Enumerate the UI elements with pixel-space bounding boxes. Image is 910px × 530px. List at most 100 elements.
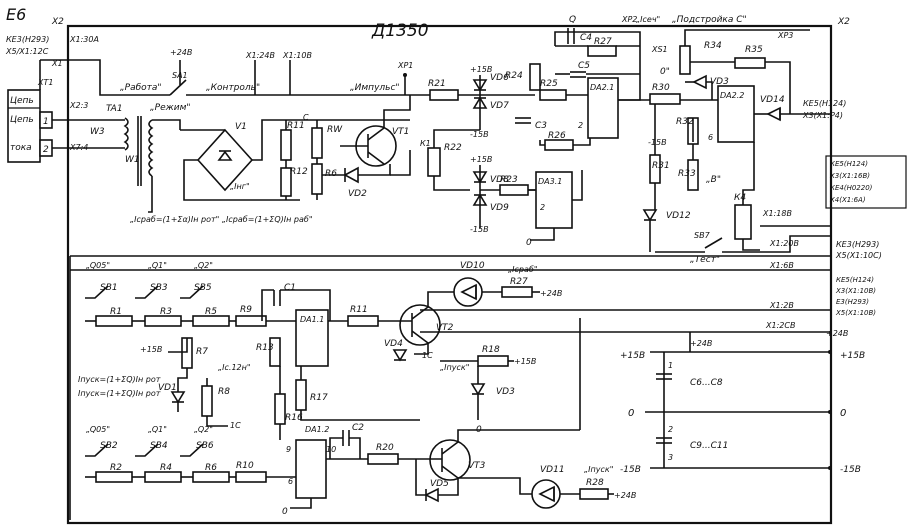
label-r2: R2: [110, 463, 122, 473]
label-c4: С4: [580, 33, 592, 43]
label-r23: R23: [500, 175, 518, 185]
label-k4: К4: [734, 193, 746, 203]
pin-2-da31: 2: [540, 203, 545, 212]
label-da11: DA1.1: [300, 315, 324, 324]
ref-x5-b: Х5(Х1:10С): [835, 251, 882, 260]
label-c6-c8: С6...С8: [690, 378, 723, 388]
ref-ke4: КЕ4(Н0220): [830, 184, 873, 192]
label-r25: R25: [540, 79, 558, 89]
label-vd9: VD9: [490, 203, 509, 213]
resistor-r11-b: [347, 315, 379, 327]
pin-x1-2cb: Х1:2СВ: [765, 321, 795, 330]
corner-label: Е6: [6, 5, 26, 24]
connector-xp1: XP1: [397, 61, 413, 70]
resistor-r34-pot: [679, 45, 691, 75]
label-r35: R35: [745, 45, 763, 55]
left-ref-x5: Х5/Х1:12С: [5, 47, 49, 56]
zener-vd8: [472, 171, 488, 184]
supply-m15-mid: -15В: [470, 225, 489, 234]
label-r27: R27: [594, 37, 612, 47]
power-m15-left: -15В: [620, 465, 641, 475]
label-r31: R31: [652, 161, 670, 171]
connector-xp2: XP2: [621, 15, 637, 24]
label-r32: R32: [676, 117, 694, 127]
label-vt1: VT1: [392, 127, 409, 137]
label-r18: R18: [482, 345, 500, 355]
label-vt3: VT3: [468, 461, 486, 471]
setting-section-middle: +15В R7 Iпуск=(1+ΣQ)Iн рот Iпуск=(1+ΣQ)I…: [78, 337, 536, 440]
coil-w1: [148, 119, 154, 177]
label-vd3: VD3: [710, 77, 729, 87]
transformer-ta1: TA1: [106, 104, 123, 114]
pin-6-da12: 6: [288, 477, 293, 486]
coil-w3: [123, 117, 129, 151]
led-vd11: [538, 485, 555, 503]
label-c9-c11: С9...С11: [690, 441, 728, 451]
label-x2-3: Х2:3: [69, 101, 88, 110]
pin-x1-20b: Х1:20В: [769, 239, 799, 248]
label-r3: R3: [160, 307, 172, 317]
right-ext-x3: Х3(Х1:Р4): [802, 111, 843, 120]
connector-x1: X1: [51, 59, 63, 68]
setting-section-lower: „Q05" „Q1" „Q2" SB2 SB4 SB6 R2 R4 R6 R10…: [85, 423, 636, 517]
label-vd2: VD2: [348, 189, 367, 199]
ref-ke5-c: КЕ5(Н124): [836, 276, 874, 284]
label-da22: DA2.2: [720, 91, 744, 100]
pin-x1-2b: Х1:2В: [769, 301, 794, 310]
label-r5: R5: [205, 307, 217, 317]
label-r17: R17: [310, 393, 328, 403]
supply-m15-r: -15В: [648, 138, 667, 147]
ref-x3-c: Х3(Х1:10В): [835, 287, 876, 295]
opamp-da31: [535, 171, 573, 229]
power-zero-right: 0: [840, 408, 846, 419]
label-tuning: „Подстройка С": [672, 15, 747, 25]
supply-plus24: +24В: [170, 48, 192, 57]
mode-label: „Режим": [150, 103, 191, 113]
relay-k4: [734, 204, 752, 240]
ref-ke5-a: КЕ5(Н124): [830, 160, 868, 168]
label-r9: R9: [240, 305, 252, 315]
label-israb: „Iсраб": [508, 265, 538, 274]
label-r12: R12: [290, 167, 308, 177]
resistor-r8: [201, 385, 213, 417]
opamp-da21: [587, 77, 619, 139]
diode-vd4: [392, 349, 408, 362]
resistor-r22: [427, 147, 441, 177]
supply-plus24-right: +24В: [826, 329, 848, 338]
label-r30: R30: [652, 83, 670, 93]
pin-9-da12: 9: [286, 445, 291, 454]
label-vd5: VD5: [430, 479, 449, 489]
label-vd12: VD12: [666, 211, 691, 221]
label-r6: R6: [325, 169, 337, 179]
resistor-r5: [192, 315, 230, 327]
resistor-r35: [734, 57, 766, 69]
opamp-da22: [717, 85, 755, 143]
zener-vd7: [472, 96, 488, 109]
node-c: С: [303, 113, 309, 122]
label-impulse: „Импульс": [350, 83, 400, 93]
switch-sb1: SB1: [100, 283, 118, 293]
resistor-r23: [499, 184, 529, 196]
supply-m15-top: -15В: [470, 130, 489, 139]
supply-plus24-mid: +24В: [690, 339, 712, 348]
pin-x1-18b: Х1:18В: [762, 209, 792, 218]
resistor-r30: [649, 93, 681, 105]
resistor-r28: [579, 488, 609, 500]
left-external-block: КЕ3(Н293) Х5/Х1:12С Х1:30А Цепь Цепь ток…: [5, 35, 125, 163]
label-q2-a: „Q2": [194, 261, 213, 270]
cap-pin-3: 3: [668, 453, 673, 462]
label-da21: DA2.1: [590, 83, 614, 92]
label-q1-a: „Q1": [148, 261, 167, 270]
switch-sa1: SA1: [172, 71, 188, 80]
right-external-refs: КЕ5(Н124) Х3(Х1:16В) КЕ4(Н0220) Х4(Х1:6А…: [69, 155, 907, 520]
switch-sb6: SB6: [196, 441, 214, 451]
label-vd10: VD10: [460, 261, 485, 271]
transistor-vt3: [429, 439, 471, 481]
opamp-da12: [295, 439, 327, 499]
label-vd4: VD4: [384, 339, 403, 349]
zener-vd3-b: [470, 383, 486, 396]
diode-vd2: [343, 166, 359, 184]
board-outline: [66, 24, 833, 525]
label-r26: R26: [548, 131, 566, 141]
